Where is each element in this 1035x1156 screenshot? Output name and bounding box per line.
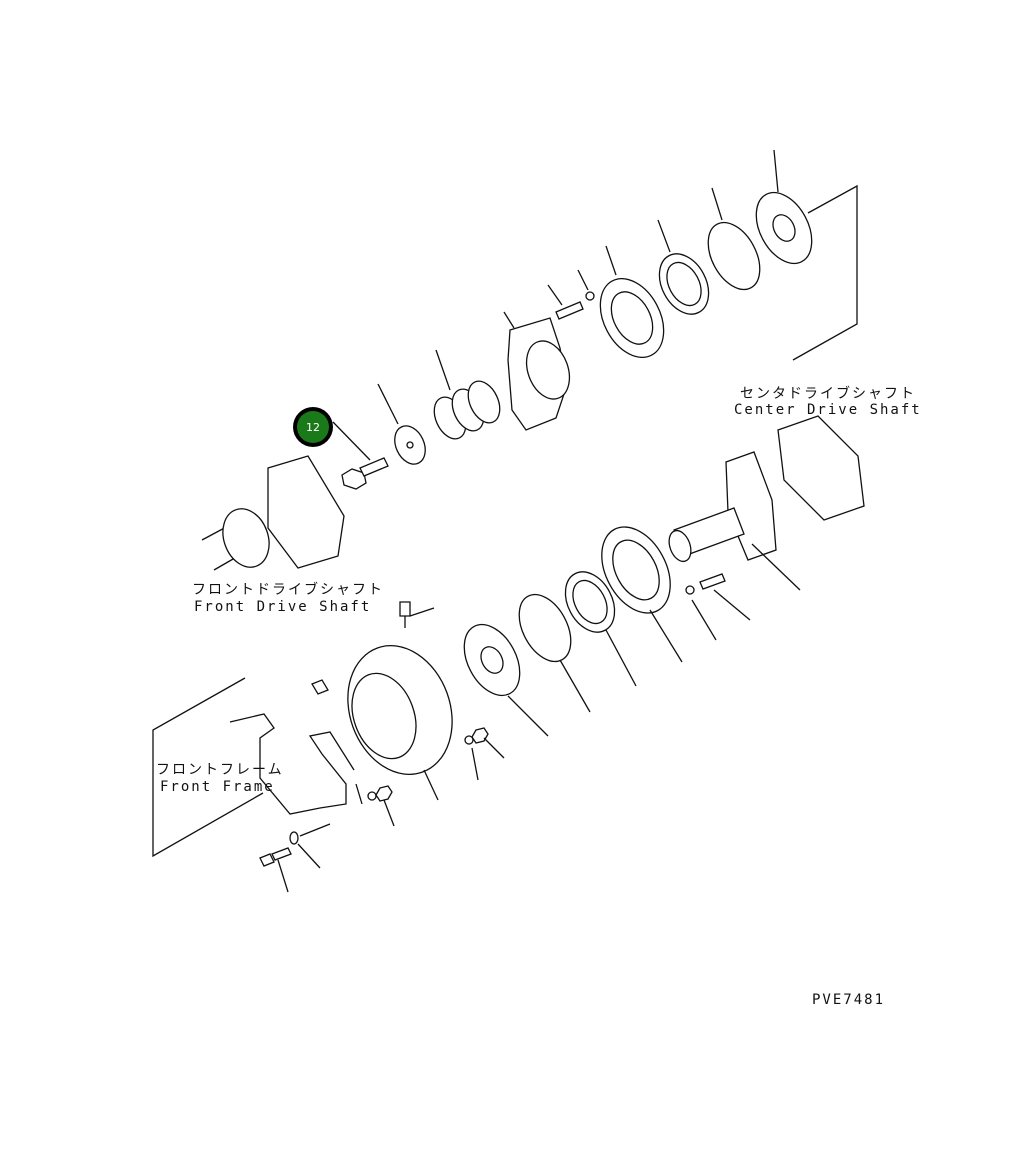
lower-bolt[interactable]: [685, 573, 726, 595]
front-frame[interactable]: [229, 713, 355, 815]
lower-seal-cover[interactable]: [588, 515, 684, 624]
washer-disc[interactable]: [389, 421, 431, 469]
lower-rubber-coupling[interactable]: [453, 615, 531, 705]
front-drive-shaft[interactable]: [201, 455, 345, 574]
bearing-race[interactable]: [650, 245, 719, 322]
front-frame-label-en: Front Frame: [160, 779, 275, 795]
bracket-nut-washer[interactable]: [367, 785, 393, 802]
bracket-lines: [152, 184, 858, 858]
small-bolt[interactable]: [555, 291, 595, 320]
seal-cover[interactable]: [588, 268, 677, 368]
drawing-code: PVE7481: [812, 992, 885, 1008]
front-frame-label-jp: フロントフレーム: [156, 762, 284, 778]
front-shaft-label-en: Front Drive Shaft: [194, 599, 371, 615]
center-shaft-label-en: Center Drive Shaft: [734, 402, 922, 418]
center-drive-shaft[interactable]: [665, 415, 865, 564]
frame-bolt[interactable]: [259, 823, 331, 867]
callout-12-number: 12: [306, 421, 320, 434]
o-ring[interactable]: [698, 214, 771, 298]
grease-fitting[interactable]: [311, 601, 411, 695]
lower-o-ring[interactable]: [509, 586, 582, 670]
callout-12[interactable]: 12: [293, 407, 333, 447]
bolt-part-12[interactable]: [341, 457, 389, 490]
center-shaft-label-jp: センタドライブシャフト: [740, 385, 916, 402]
front-shaft-label-jp: フロントドライブシャフト: [192, 581, 384, 598]
leader-lines-lower: [277, 543, 801, 893]
callout-12-fill: [297, 411, 329, 443]
nut-washer[interactable]: [464, 727, 489, 745]
bearing-housing[interactable]: [330, 631, 469, 789]
yoke-flange[interactable]: [507, 317, 577, 431]
leader-lines-upper: [332, 149, 779, 461]
rubber-coupling[interactable]: [745, 183, 823, 273]
lower-bearing-race[interactable]: [556, 563, 625, 640]
snap-rings[interactable]: [428, 376, 506, 444]
